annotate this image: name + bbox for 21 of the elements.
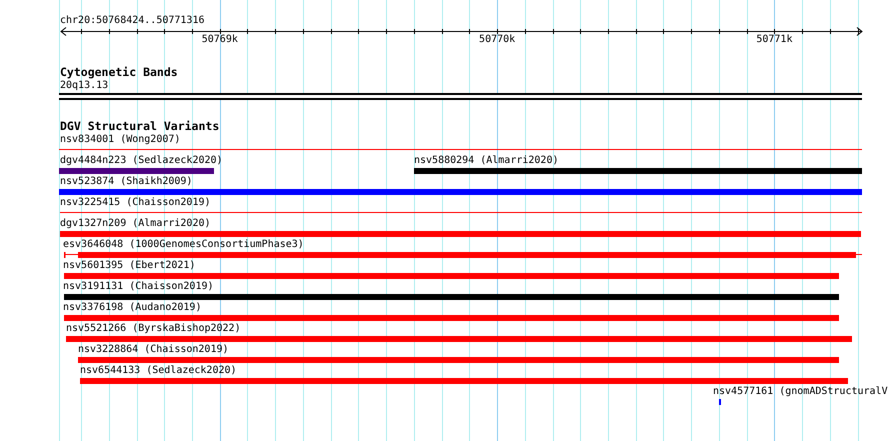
variant-label: dgv4484n223 (Sedlazeck2020) bbox=[60, 155, 223, 167]
variant-label: nsv6544133 (Sedlazeck2020) bbox=[80, 365, 237, 377]
tick-label: 50769k bbox=[202, 34, 238, 46]
variant-label: dgv1327n209 (Almarri2020) bbox=[60, 218, 211, 230]
variant-label: nsv4577161 (gnomADStructuralV bbox=[713, 386, 888, 398]
variant-label: nsv523874 (Shaikh2009) bbox=[60, 176, 192, 188]
tick-label: 50770k bbox=[479, 34, 516, 46]
variant-label: esv3646048 (1000GenomesConsortiumPhase3) bbox=[63, 239, 304, 251]
variant-label: nsv5601395 (Ebert2021) bbox=[63, 260, 196, 272]
variant-label: nsv3376198 (Audano2019) bbox=[63, 302, 202, 314]
tick-label: 50771k bbox=[756, 34, 792, 46]
variant-label: nsv834001 (Wong2007) bbox=[60, 134, 180, 146]
variant-label: nsv3228864 (Chaisson2019) bbox=[78, 344, 229, 356]
track-title: Cytogenetic Bands bbox=[60, 66, 178, 79]
track-title: DGV Structural Variants bbox=[60, 120, 220, 133]
variant-label: nsv5521266 (ByrskaBishop2022) bbox=[66, 323, 241, 335]
variant-label: nsv3225415 (Chaisson2019) bbox=[60, 197, 211, 209]
variant-label: nsv3191131 (Chaisson2019) bbox=[63, 281, 214, 293]
variant-label: nsv5880294 (Almarri2020) bbox=[414, 155, 558, 167]
coordinate-label: chr20:50768424..50771316 bbox=[60, 15, 204, 27]
band-label: 20q13.13 bbox=[60, 80, 108, 92]
